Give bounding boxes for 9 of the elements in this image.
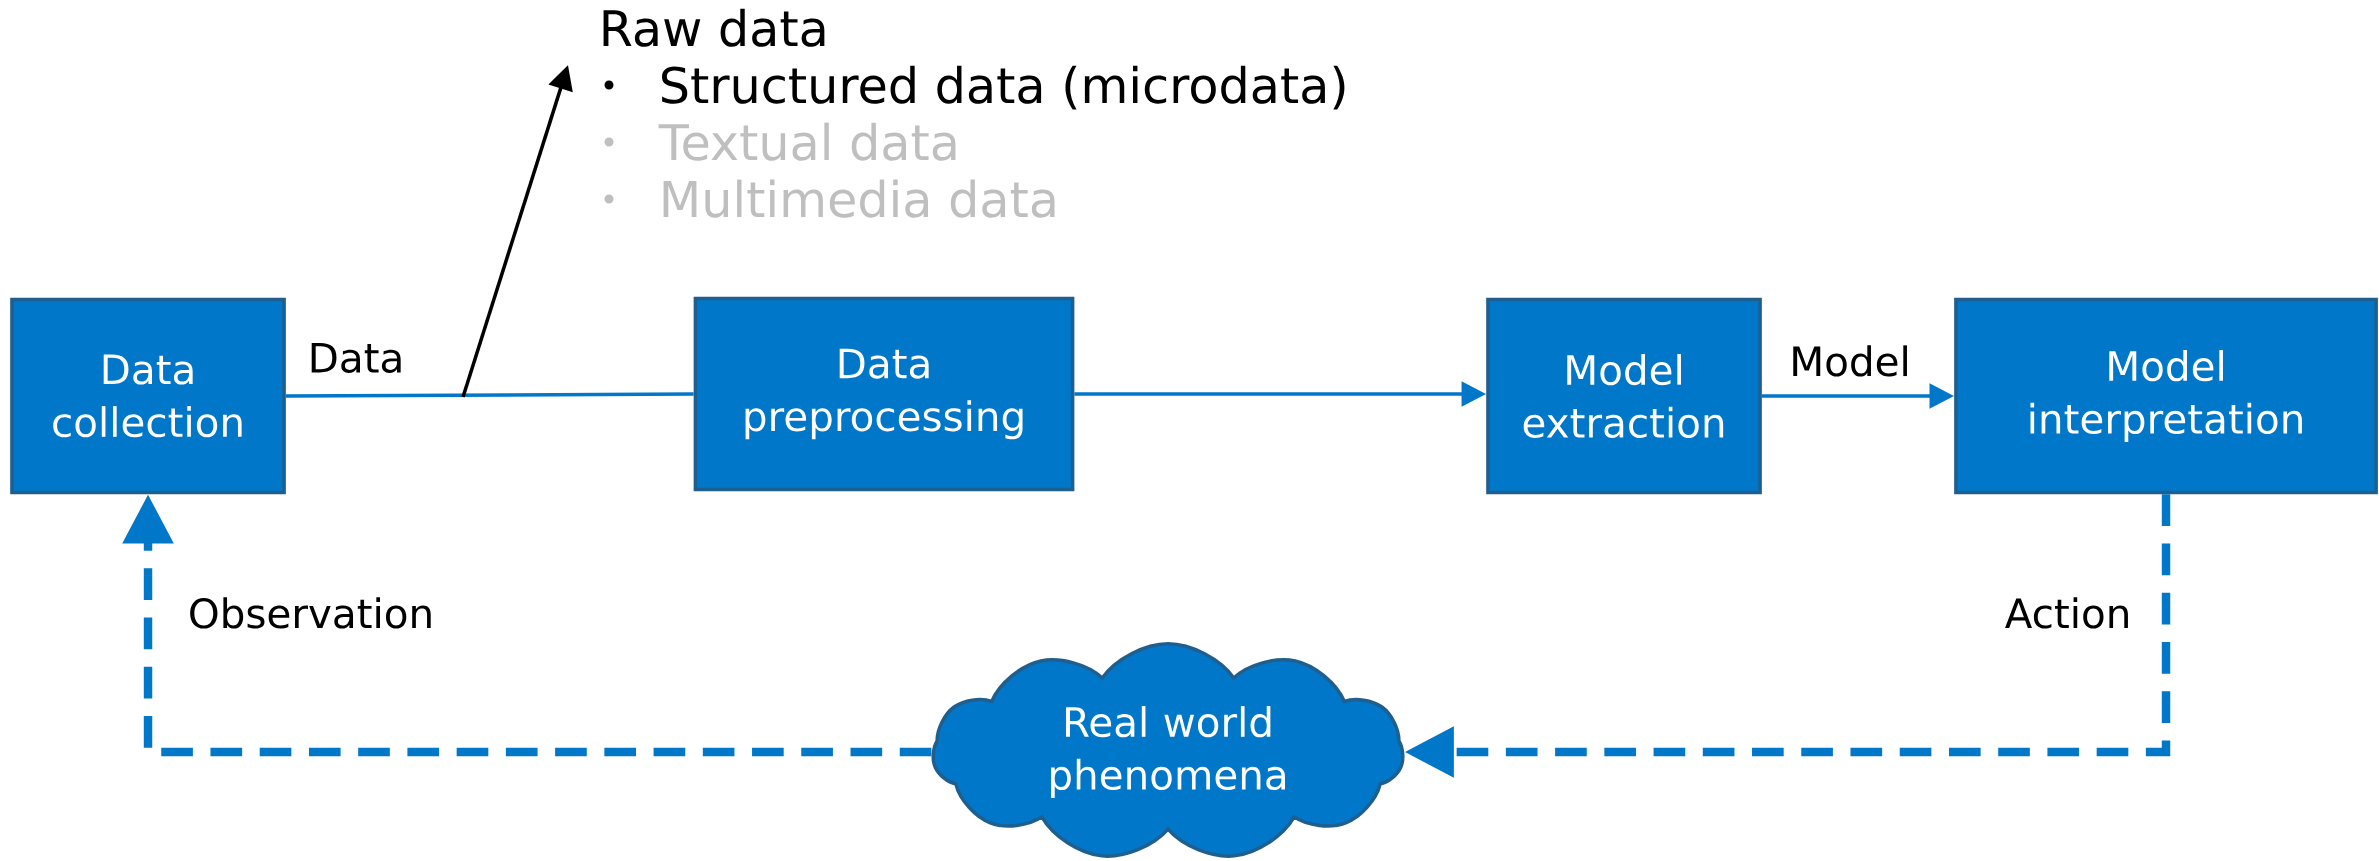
edge-label: Action (2001, 593, 2135, 633)
process-box: Data preprocessing (693, 296, 1075, 492)
process-box: Model interpretation (1954, 297, 2378, 495)
edge-label: Model (1785, 341, 1915, 381)
edge-label: Observation (184, 593, 438, 633)
edge-label: Data (304, 339, 408, 377)
process-box: Data collection (10, 297, 286, 495)
process-box: Model extraction (1486, 297, 1762, 495)
bullet-list: Raw data Structured data (microdata) Textual data Multimedia data (603, 8, 1345, 218)
